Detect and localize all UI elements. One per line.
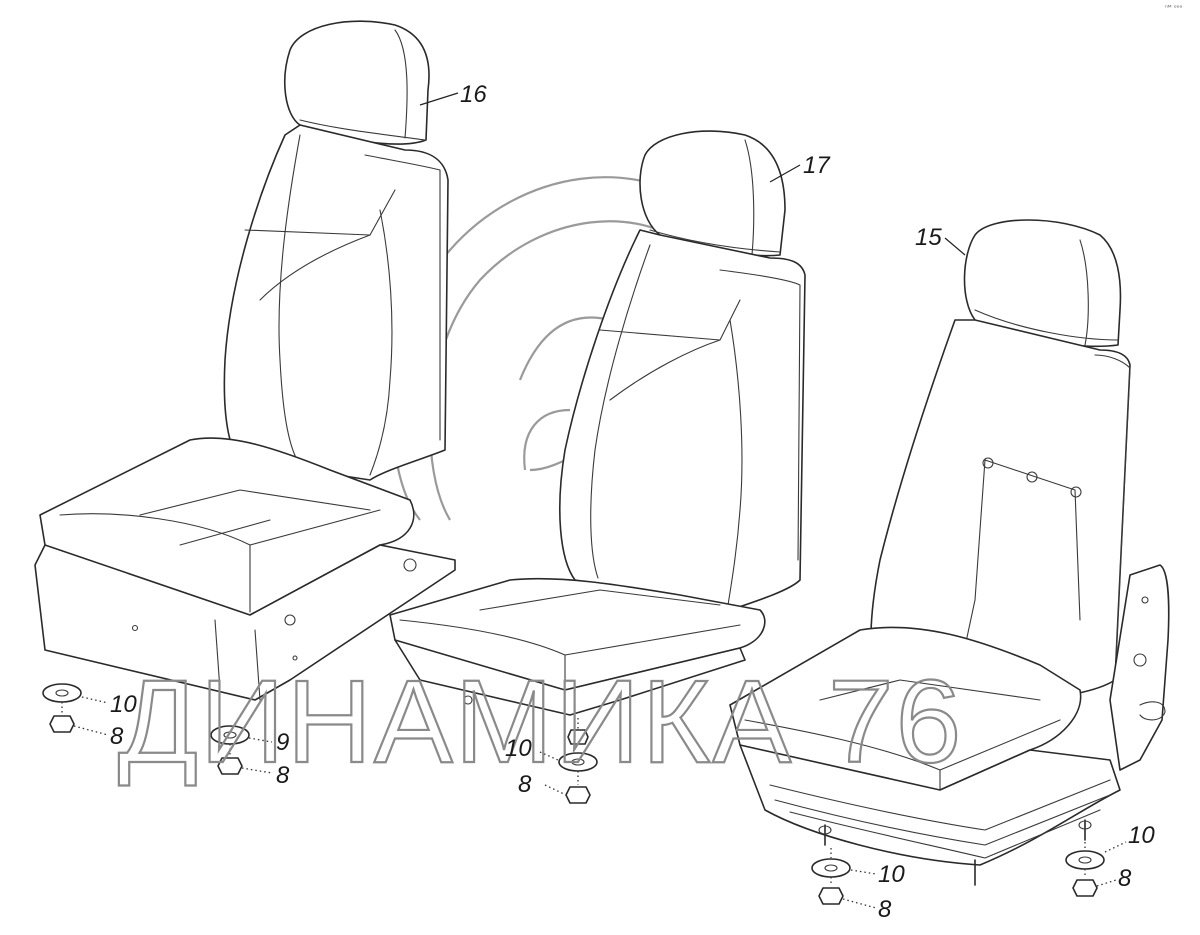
headrest-15 — [963, 219, 1122, 348]
callout-nut-right: 8 — [1118, 865, 1132, 892]
seat-17 — [389, 130, 806, 716]
callout-washer-right: 10 — [1128, 822, 1155, 849]
hardware-right — [811, 842, 1105, 905]
watermark-text: ДИНАМИКА 76 — [118, 656, 963, 788]
callout-17: 17 — [803, 152, 831, 179]
seat-16 — [34, 20, 456, 701]
hardware-middle — [558, 718, 598, 804]
nut-icon — [818, 887, 844, 905]
washer-icon — [42, 683, 82, 703]
backrest-17 — [559, 229, 806, 611]
nut-icon — [567, 729, 589, 745]
nut-icon — [565, 786, 591, 804]
callout-washer-left: 10 — [110, 691, 137, 718]
base-17 — [394, 639, 746, 716]
callout-washer-right-2: 10 — [878, 861, 905, 888]
callouts: 16 17 15 10 8 9 8 10 8 10 8 10 8 — [110, 81, 1155, 923]
nut-icon — [217, 757, 243, 775]
callout-nut-right-2: 8 — [878, 896, 892, 923]
hardware-left — [42, 683, 250, 775]
nut-icon — [1072, 879, 1098, 897]
nut-icon — [49, 715, 75, 733]
side-bracket-15 — [1109, 564, 1170, 771]
washer-icon — [811, 858, 851, 878]
backrest-16 — [223, 124, 449, 481]
corner-mark: ⁿᴹ ᵒᵒᵒ — [1165, 4, 1183, 12]
callout-15: 15 — [915, 224, 942, 251]
callout-nut-middle: 8 — [518, 771, 532, 798]
callout-washer-9: 9 — [276, 729, 289, 756]
headrest-16 — [284, 20, 430, 145]
callout-washer-middle: 10 — [505, 735, 532, 762]
seat-15 — [729, 219, 1170, 886]
base-16 — [34, 544, 456, 701]
callout-nut-left: 8 — [110, 723, 124, 750]
leader-lines — [73, 92, 1127, 909]
callout-nut-left-2: 8 — [276, 762, 290, 789]
callout-16: 16 — [460, 81, 487, 108]
headrest-17 — [639, 130, 786, 257]
washer-icon — [1065, 850, 1105, 870]
